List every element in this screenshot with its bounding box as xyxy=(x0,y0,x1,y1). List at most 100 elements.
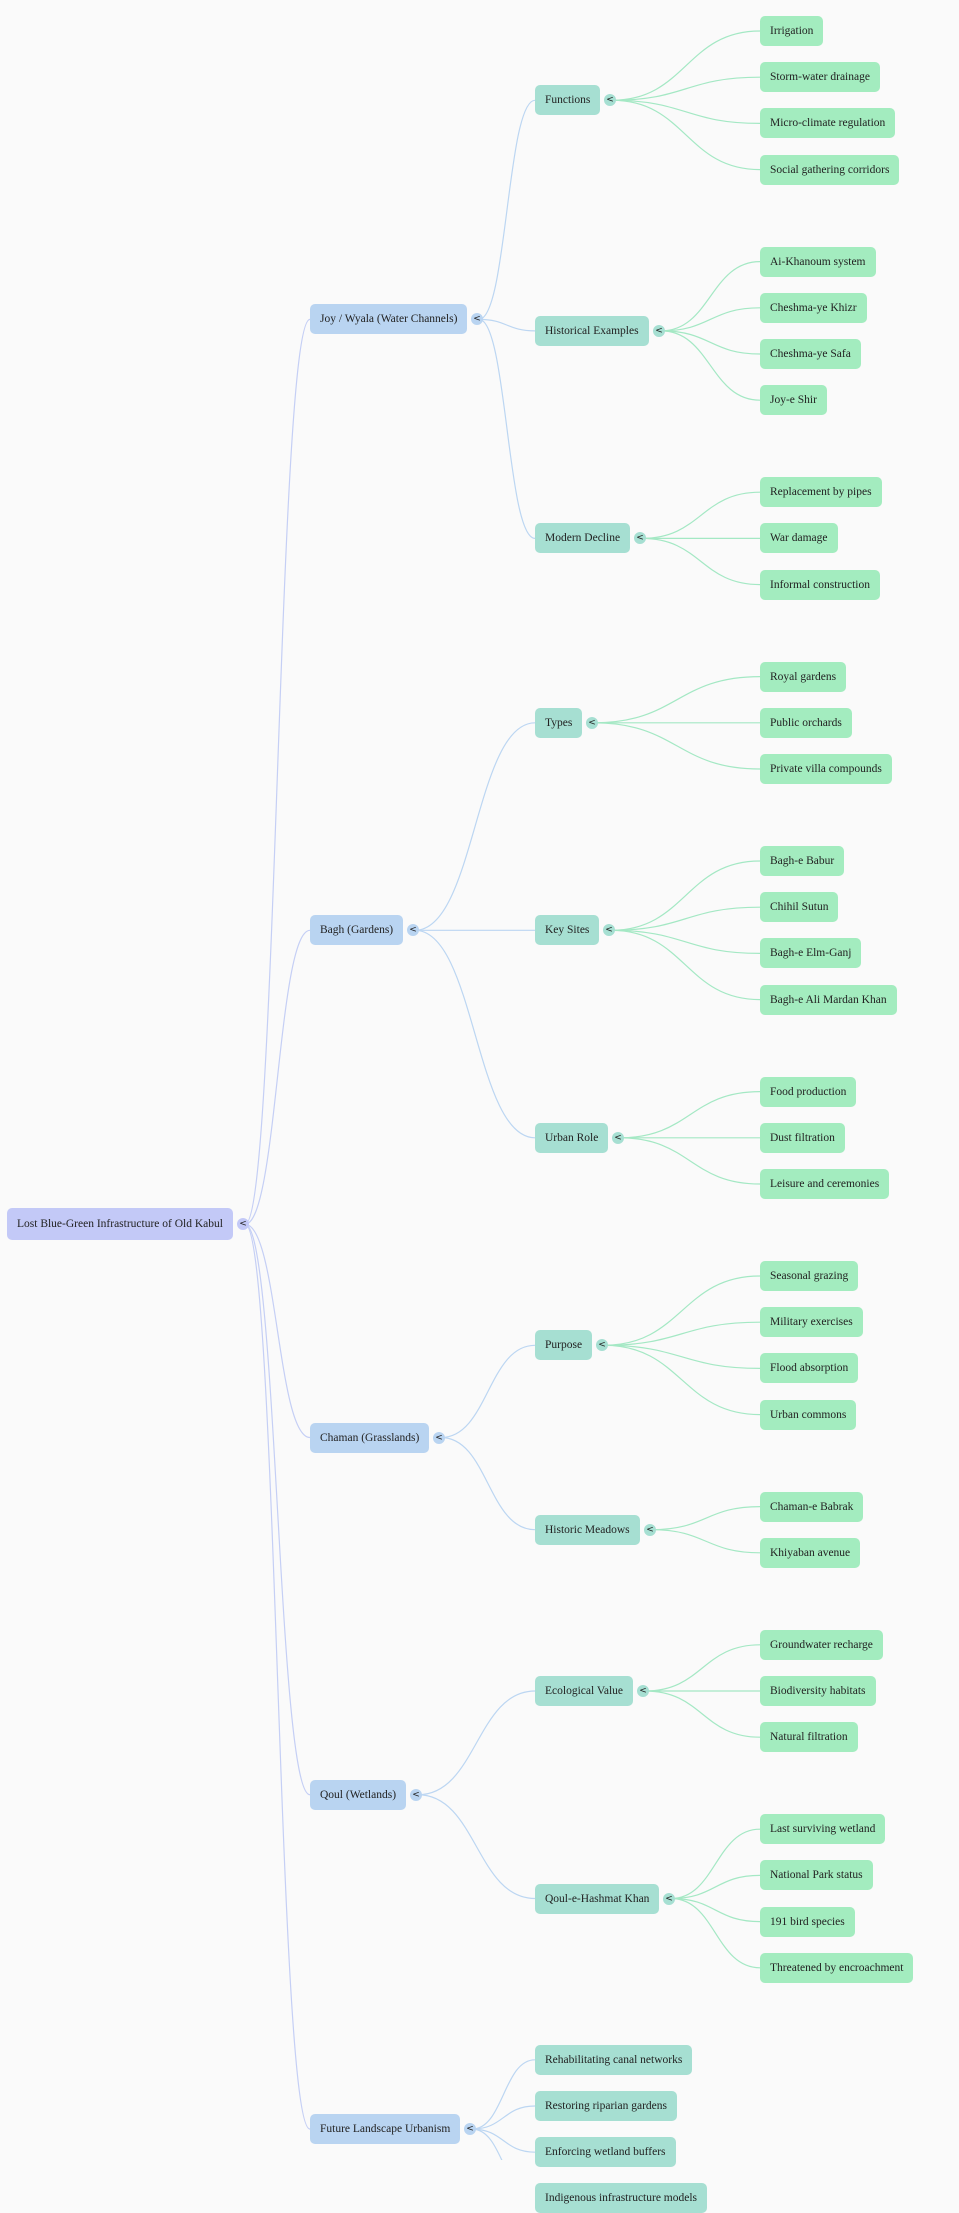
chevron-left-icon[interactable]: < xyxy=(596,1339,608,1352)
node-micro-climate-regulation[interactable]: Micro-climate regulation xyxy=(760,108,895,139)
node-private-villa-compounds[interactable]: Private villa compounds xyxy=(760,754,892,784)
node-bagh-e-elm-ganj[interactable]: Bagh-e Elm-Ganj xyxy=(760,938,861,969)
node-military-exercises[interactable]: Military exercises xyxy=(760,1307,863,1338)
chevron-left-icon[interactable]: < xyxy=(663,1892,675,1905)
node-ai-khanoum-system[interactable]: Ai-Khanoum system xyxy=(760,246,876,277)
node-chihil-sutun[interactable]: Chihil Sutun xyxy=(760,892,838,923)
node-purpose[interactable]: Purpose xyxy=(535,1330,592,1361)
chevron-left-icon[interactable]: < xyxy=(407,924,419,937)
node-cheshma-ye-safa[interactable]: Cheshma-ye Safa xyxy=(760,339,861,369)
node-national-park-status[interactable]: National Park status xyxy=(760,1860,873,1891)
node-last-surviving-wetland[interactable]: Last surviving wetland xyxy=(760,1814,885,1845)
chevron-left-icon[interactable]: < xyxy=(471,313,483,326)
link-modern-decline xyxy=(478,318,536,539)
link-urban-role xyxy=(414,929,536,1139)
link-restoring-riparian-gardens xyxy=(471,2105,536,2130)
node-functions[interactable]: Functions xyxy=(535,85,600,116)
node-replacement-by-pipes[interactable]: Replacement by pipes xyxy=(760,477,882,508)
node-food-production[interactable]: Food production xyxy=(760,1076,856,1107)
chevron-left-icon[interactable]: < xyxy=(433,1431,445,1444)
node-historical-examples[interactable]: Historical Examples xyxy=(535,315,649,346)
link-bagh-e-babur xyxy=(610,860,761,931)
link-khiyaban-avenue xyxy=(651,1529,761,1554)
node-public-orchards[interactable]: Public orchards xyxy=(760,707,852,738)
link-joy-e-shir xyxy=(660,330,761,401)
chevron-left-icon[interactable]: < xyxy=(604,94,616,107)
node-chaman-grasslands[interactable]: Chaman (Grasslands) xyxy=(310,1422,429,1453)
node-restoring-riparian-gardens[interactable]: Restoring riparian gardens xyxy=(535,2091,677,2121)
node-royal-gardens[interactable]: Royal gardens xyxy=(760,661,846,692)
link-ecological-value xyxy=(417,1690,536,1796)
mindmap-canvas: Lost Blue-Green Infrastructure of Old Ka… xyxy=(7,16,913,2213)
node-chaman-e-babrak[interactable]: Chaman-e Babrak xyxy=(760,1491,863,1522)
node-social-gathering-corridors[interactable]: Social gathering corridors xyxy=(760,154,899,185)
link-food-production xyxy=(619,1091,761,1139)
chevron-left-icon[interactable]: < xyxy=(237,1218,249,1231)
node-modern-decline[interactable]: Modern Decline xyxy=(535,523,630,554)
chevron-left-icon[interactable]: < xyxy=(634,532,646,545)
link-military-exercises xyxy=(603,1321,761,1346)
chevron-left-icon[interactable]: < xyxy=(410,1788,422,1801)
link-bagh-e-elm-ganj xyxy=(610,929,761,954)
chevron-left-icon[interactable]: < xyxy=(644,1523,656,1536)
link-indigenous-infrastructure-models xyxy=(471,2128,503,2160)
node-joy-e-shir[interactable]: Joy-e Shir xyxy=(760,385,827,416)
node-ecological-value[interactable]: Ecological Value xyxy=(535,1676,633,1706)
link-types xyxy=(414,722,536,931)
link-urban-commons xyxy=(603,1344,761,1416)
link-enforcing-wetland-buffers xyxy=(471,2128,536,2153)
node-urban-role[interactable]: Urban Role xyxy=(535,1122,608,1153)
node-types[interactable]: Types xyxy=(535,707,582,738)
link-chaman-e-babrak xyxy=(651,1506,761,1531)
root-node[interactable]: Lost Blue-Green Infrastructure of Old Ka… xyxy=(7,1208,233,1241)
node-natural-filtration[interactable]: Natural filtration xyxy=(760,1722,858,1753)
node-future-landscape-urbanism[interactable]: Future Landscape Urbanism xyxy=(310,2114,460,2145)
node-khiyaban-avenue[interactable]: Khiyaban avenue xyxy=(760,1537,860,1568)
node-informal-construction[interactable]: Informal construction xyxy=(760,569,880,600)
chevron-left-icon[interactable]: < xyxy=(586,716,598,729)
node-storm-water-drainage[interactable]: Storm-water drainage xyxy=(760,62,880,93)
link-qoul-e-hashmat-khan xyxy=(417,1794,536,1900)
link-irrigation xyxy=(611,30,761,101)
chevron-left-icon[interactable]: < xyxy=(637,1685,649,1697)
link-informal-construction xyxy=(641,537,761,586)
chevron-left-icon[interactable]: < xyxy=(464,2123,476,2136)
chevron-left-icon[interactable]: < xyxy=(603,924,615,937)
link-replacement-by-pipes xyxy=(641,491,761,539)
node-dust-filtration[interactable]: Dust filtration xyxy=(760,1122,845,1153)
node-urban-commons[interactable]: Urban commons xyxy=(760,1399,856,1430)
node-key-sites[interactable]: Key Sites xyxy=(535,915,599,946)
node-biodiversity-habitats[interactable]: Biodiversity habitats xyxy=(760,1676,876,1706)
node-rehabilitating-canal-networks[interactable]: Rehabilitating canal networks xyxy=(535,2044,692,2075)
node-indigenous-infrastructure-models[interactable]: Indigenous infrastructure models xyxy=(535,2183,707,2213)
node-war-damage[interactable]: War damage xyxy=(760,523,838,554)
node-qoul-wetlands[interactable]: Qoul (Wetlands) xyxy=(310,1779,406,1810)
node-seasonal-grazing[interactable]: Seasonal grazing xyxy=(760,1261,858,1291)
node-irrigation[interactable]: Irrigation xyxy=(760,16,823,46)
chevron-left-icon[interactable]: < xyxy=(612,1131,624,1144)
node-leisure-and-ceremonies[interactable]: Leisure and ceremonies xyxy=(760,1169,889,1199)
node-cheshma-ye-khizr[interactable]: Cheshma-ye Khizr xyxy=(760,292,867,323)
link-purpose xyxy=(440,1344,536,1439)
node-historic-meadows[interactable]: Historic Meadows xyxy=(535,1514,640,1545)
node-threatened-by-encroachment[interactable]: Threatened by encroachment xyxy=(760,1952,913,1983)
node-qoul-e-hashmat-khan[interactable]: Qoul-e-Hashmat Khan xyxy=(535,1883,659,1914)
link-groundwater-recharge xyxy=(644,1644,761,1692)
node-191-bird-species[interactable]: 191 bird species xyxy=(760,1906,855,1937)
node-bagh-e-ali-mardan-khan[interactable]: Bagh-e Ali Mardan Khan xyxy=(760,984,897,1015)
node-flood-absorption[interactable]: Flood absorption xyxy=(760,1353,858,1384)
link-threatened-by-encroachment xyxy=(670,1897,761,1969)
link-qoul-wetlands xyxy=(244,1223,311,1796)
link-seasonal-grazing xyxy=(603,1275,761,1346)
node-bagh-gardens[interactable]: Bagh (Gardens) xyxy=(310,915,403,946)
node-joy-wyala-water-channels[interactable]: Joy / Wyala (Water Channels) xyxy=(310,304,467,335)
node-enforcing-wetland-buffers[interactable]: Enforcing wetland buffers xyxy=(535,2137,676,2168)
link-ai-khanoum-system xyxy=(660,261,761,332)
link-storm-water-drainage xyxy=(611,76,761,101)
chevron-left-icon[interactable]: < xyxy=(653,324,665,337)
link-cheshma-ye-khizr xyxy=(660,307,761,332)
node-groundwater-recharge[interactable]: Groundwater recharge xyxy=(760,1629,883,1660)
mindmap-links xyxy=(244,30,761,2160)
node-bagh-e-babur[interactable]: Bagh-e Babur xyxy=(760,846,844,876)
link-social-gathering-corridors xyxy=(611,99,761,171)
